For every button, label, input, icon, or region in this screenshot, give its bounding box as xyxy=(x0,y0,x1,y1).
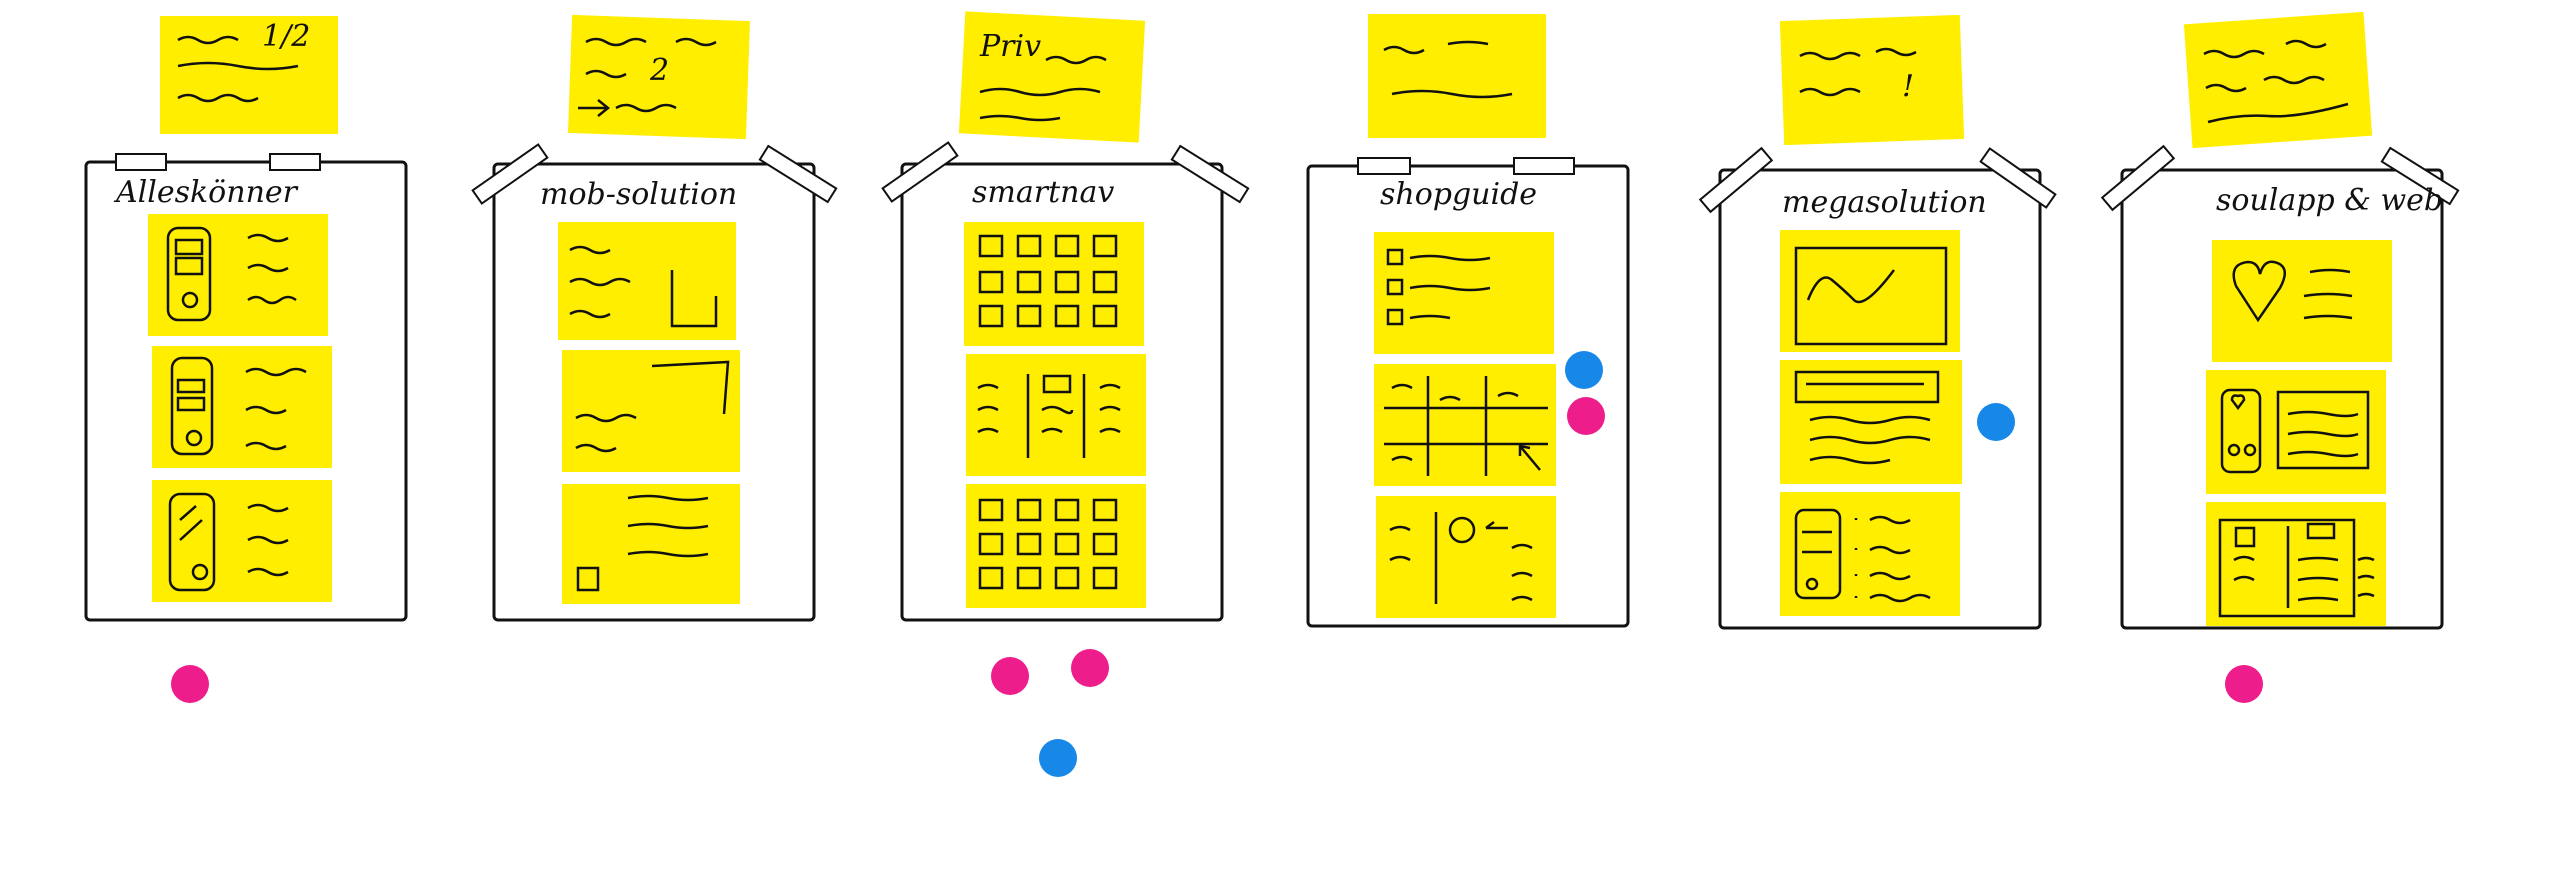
concept-title: soulapp & web xyxy=(2216,183,2443,218)
top-note-text: ! xyxy=(1902,69,1914,104)
concept-column-mob-solution: 2 mob-solution xyxy=(471,14,838,622)
concept-column-soulapp-web: soulapp & web xyxy=(2100,11,2460,703)
concept-title: smartnav xyxy=(972,175,1114,210)
concept-frame xyxy=(492,162,816,622)
wireframe-sticky xyxy=(152,480,332,602)
concept-frame xyxy=(1306,164,1630,628)
concept-frame xyxy=(900,162,1224,622)
tape-strip xyxy=(881,141,959,203)
wireframe-sticky xyxy=(558,222,736,340)
vote-dot-blue xyxy=(1039,739,1077,777)
top-sticky-note xyxy=(160,16,338,134)
handwriting-scribble xyxy=(1799,47,1917,97)
top-note-text: 1/2 xyxy=(262,19,310,54)
handwriting-scribble xyxy=(979,55,1107,122)
top-sticky-note xyxy=(2183,11,2373,149)
wireframe-sticky xyxy=(562,350,740,472)
concept-column-alleskoenner: 1/2 Alleskönner xyxy=(84,16,408,703)
concept-title: mob-solution xyxy=(540,177,737,212)
wireframe-sketch xyxy=(1794,246,1948,603)
vote-dot-pink xyxy=(2225,665,2263,703)
wireframe-sticky xyxy=(1780,230,1960,352)
tape-strip xyxy=(1170,144,1250,204)
tape-strip xyxy=(1979,147,2057,209)
tape-strip xyxy=(2380,146,2460,206)
handwriting-scribble xyxy=(1383,40,1513,99)
tape-strip xyxy=(2100,144,2176,212)
handwriting-scribble xyxy=(578,37,717,117)
wireframe-sticky xyxy=(2206,502,2386,626)
concept-title: Alleskönner xyxy=(113,175,299,210)
wireframe-sticky xyxy=(966,354,1146,476)
wireframe-sketch xyxy=(1384,248,1548,604)
tape-strip xyxy=(1698,146,1774,214)
tape-strip xyxy=(758,144,838,204)
concept-column-megasolution: ! megasolution xyxy=(1698,14,2057,630)
top-sticky-note xyxy=(958,11,1146,143)
tape-strip xyxy=(115,153,167,171)
vote-dot-pink xyxy=(171,665,209,703)
wireframe-sticky xyxy=(1780,492,1960,616)
tape-strip xyxy=(269,153,321,171)
top-sticky-note xyxy=(1779,14,1965,146)
top-sticky-note xyxy=(1368,14,1546,138)
wireframe-sticky xyxy=(562,484,740,604)
vote-dot-blue xyxy=(1565,351,1603,389)
concept-column-smartnav: Priv smartnav xyxy=(881,11,1250,777)
concept-column-shopguide: shopguide xyxy=(1306,14,1630,628)
handwriting-scribble xyxy=(177,35,299,103)
vote-dot-pink xyxy=(1567,397,1605,435)
vote-dot-pink xyxy=(1071,649,1109,687)
handwriting-scribble xyxy=(2203,39,2349,124)
wireframe-sketch xyxy=(166,226,307,592)
vote-dot-blue xyxy=(1977,403,2015,441)
tape-strip xyxy=(471,143,549,205)
concept-title: megasolution xyxy=(1782,185,1987,220)
tape-strip xyxy=(1357,157,1411,175)
wireframe-sticky xyxy=(152,346,332,468)
concept-frame xyxy=(84,160,408,622)
tape-strip xyxy=(1513,157,1575,175)
concept-frame xyxy=(1718,168,2042,630)
wireframe-sticky xyxy=(2212,240,2392,362)
concept-title: shopguide xyxy=(1380,177,1537,212)
wireframe-sticky xyxy=(1374,232,1554,354)
wireframe-sketch xyxy=(977,234,1121,590)
wireframe-sticky xyxy=(1374,364,1556,486)
vote-dot-pink xyxy=(991,657,1029,695)
concept-frame xyxy=(2120,168,2444,630)
top-note-text: Priv xyxy=(979,29,1041,64)
top-note-text: 2 xyxy=(649,53,669,88)
wireframe-sketch xyxy=(569,245,730,592)
wireframe-sketch xyxy=(2218,260,2375,618)
